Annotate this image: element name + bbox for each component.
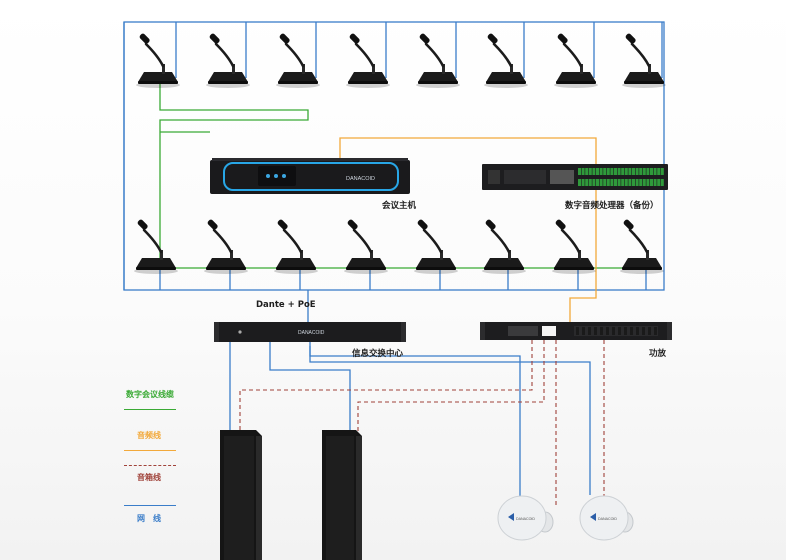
power-amplifier xyxy=(480,322,672,340)
column-speaker-right xyxy=(322,430,362,560)
microphone-top-8 xyxy=(620,31,668,90)
legend-label-audio: 音频线 xyxy=(137,431,161,440)
switch-label: 信息交换中心 xyxy=(352,349,404,359)
top-mic-drops xyxy=(175,22,663,78)
legend-label-network: 网 线 xyxy=(137,514,161,523)
audio-cables xyxy=(339,137,597,322)
ceiling-speaker-left: DANACOID xyxy=(497,495,554,541)
host-label: 会议主机 xyxy=(382,201,417,211)
microphone-top-2 xyxy=(204,31,252,90)
dsp-terminal-blocks xyxy=(578,168,664,186)
digital-audio-processor xyxy=(482,164,668,190)
legend-label-speaker: 音箱线 xyxy=(137,473,161,482)
host-brand-logo: DANACOID xyxy=(346,176,375,182)
microphone-top-1 xyxy=(134,31,182,90)
microphone-top-5 xyxy=(414,31,462,90)
legend-line-network xyxy=(124,505,176,506)
microphone-bottom-1 xyxy=(132,217,180,276)
top-microphone-row xyxy=(134,31,668,90)
column-speaker-left xyxy=(220,430,262,560)
network-switch: DANACOID xyxy=(214,322,406,342)
amplifier-label: 功放 xyxy=(649,349,667,359)
ceiling-speaker-right: DANACOID xyxy=(579,495,634,541)
switch-brand-logo: DANACOID xyxy=(298,330,325,336)
legend-line-speaker xyxy=(124,465,176,466)
network-loop xyxy=(123,21,665,291)
microphone-bottom-7 xyxy=(550,217,598,276)
legend-line-audio xyxy=(124,450,176,451)
microphone-bottom-4 xyxy=(342,217,390,276)
ceiling-brand-logo-right: DANACOID xyxy=(598,517,617,521)
speaker-cables xyxy=(239,340,605,505)
legend-label-conference: 数字会议线缆 xyxy=(126,390,174,399)
ceiling-brand-logo-left: DANACOID xyxy=(516,517,535,521)
dante-poe-label: Dante + PoE xyxy=(256,300,316,310)
microphone-top-7 xyxy=(552,31,600,90)
microphone-bottom-3 xyxy=(272,217,320,276)
legend-line-conference xyxy=(124,409,176,410)
microphone-top-4 xyxy=(344,31,392,90)
microphone-bottom-8 xyxy=(618,217,666,276)
microphone-top-6 xyxy=(482,31,530,90)
microphone-top-3 xyxy=(274,31,322,90)
dsp-label: 数字音频处理器（备份） xyxy=(565,201,659,211)
conference-host-unit: DANACOID xyxy=(210,158,410,194)
microphone-bottom-5 xyxy=(412,217,460,276)
microphone-bottom-6 xyxy=(480,217,528,276)
bottom-microphone-row xyxy=(132,217,666,276)
microphone-bottom-2 xyxy=(202,217,250,276)
